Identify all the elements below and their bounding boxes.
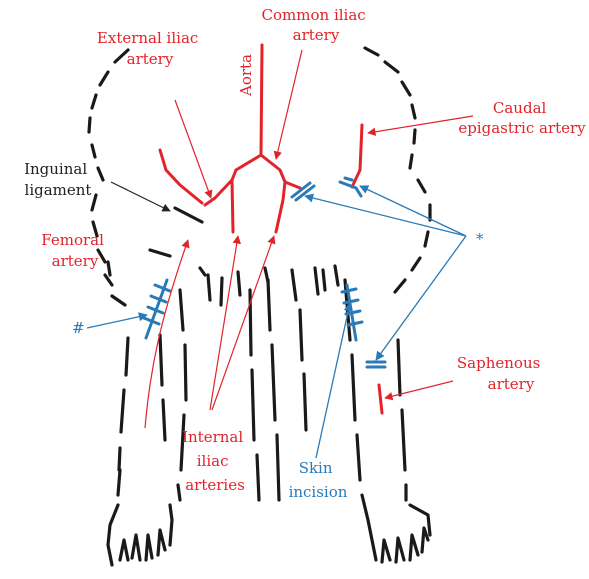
label-hash: # bbox=[72, 319, 85, 337]
aorta-vessel bbox=[261, 45, 262, 155]
internal-iliac-left bbox=[232, 180, 233, 232]
internal-iliac-right bbox=[276, 182, 285, 232]
saphenous-vessel bbox=[379, 385, 382, 413]
caudal-epigastric-right bbox=[352, 125, 362, 187]
label-caudal-epigastric: Caudal epigastric artery bbox=[458, 99, 586, 137]
label-inguinal-ligament: Inguinal ligament bbox=[24, 160, 92, 199]
label-common-iliac: Common iliac artery bbox=[262, 6, 371, 44]
external-iliac-right-vessel bbox=[285, 182, 300, 188]
common-iliac-left bbox=[232, 155, 261, 180]
label-asterisk: * bbox=[476, 230, 484, 248]
pointer-lines bbox=[87, 50, 473, 458]
label-skin-incision: Skin incision bbox=[289, 459, 348, 501]
label-external-iliac: External iliac artery bbox=[97, 29, 203, 68]
body-outline bbox=[89, 48, 430, 565]
label-aorta: Aorta bbox=[237, 54, 255, 97]
label-internal-iliac: Internal iliac arteries bbox=[182, 428, 248, 494]
common-iliac-right bbox=[261, 155, 285, 182]
label-saphenous-artery: Saphenous artery bbox=[457, 354, 545, 393]
